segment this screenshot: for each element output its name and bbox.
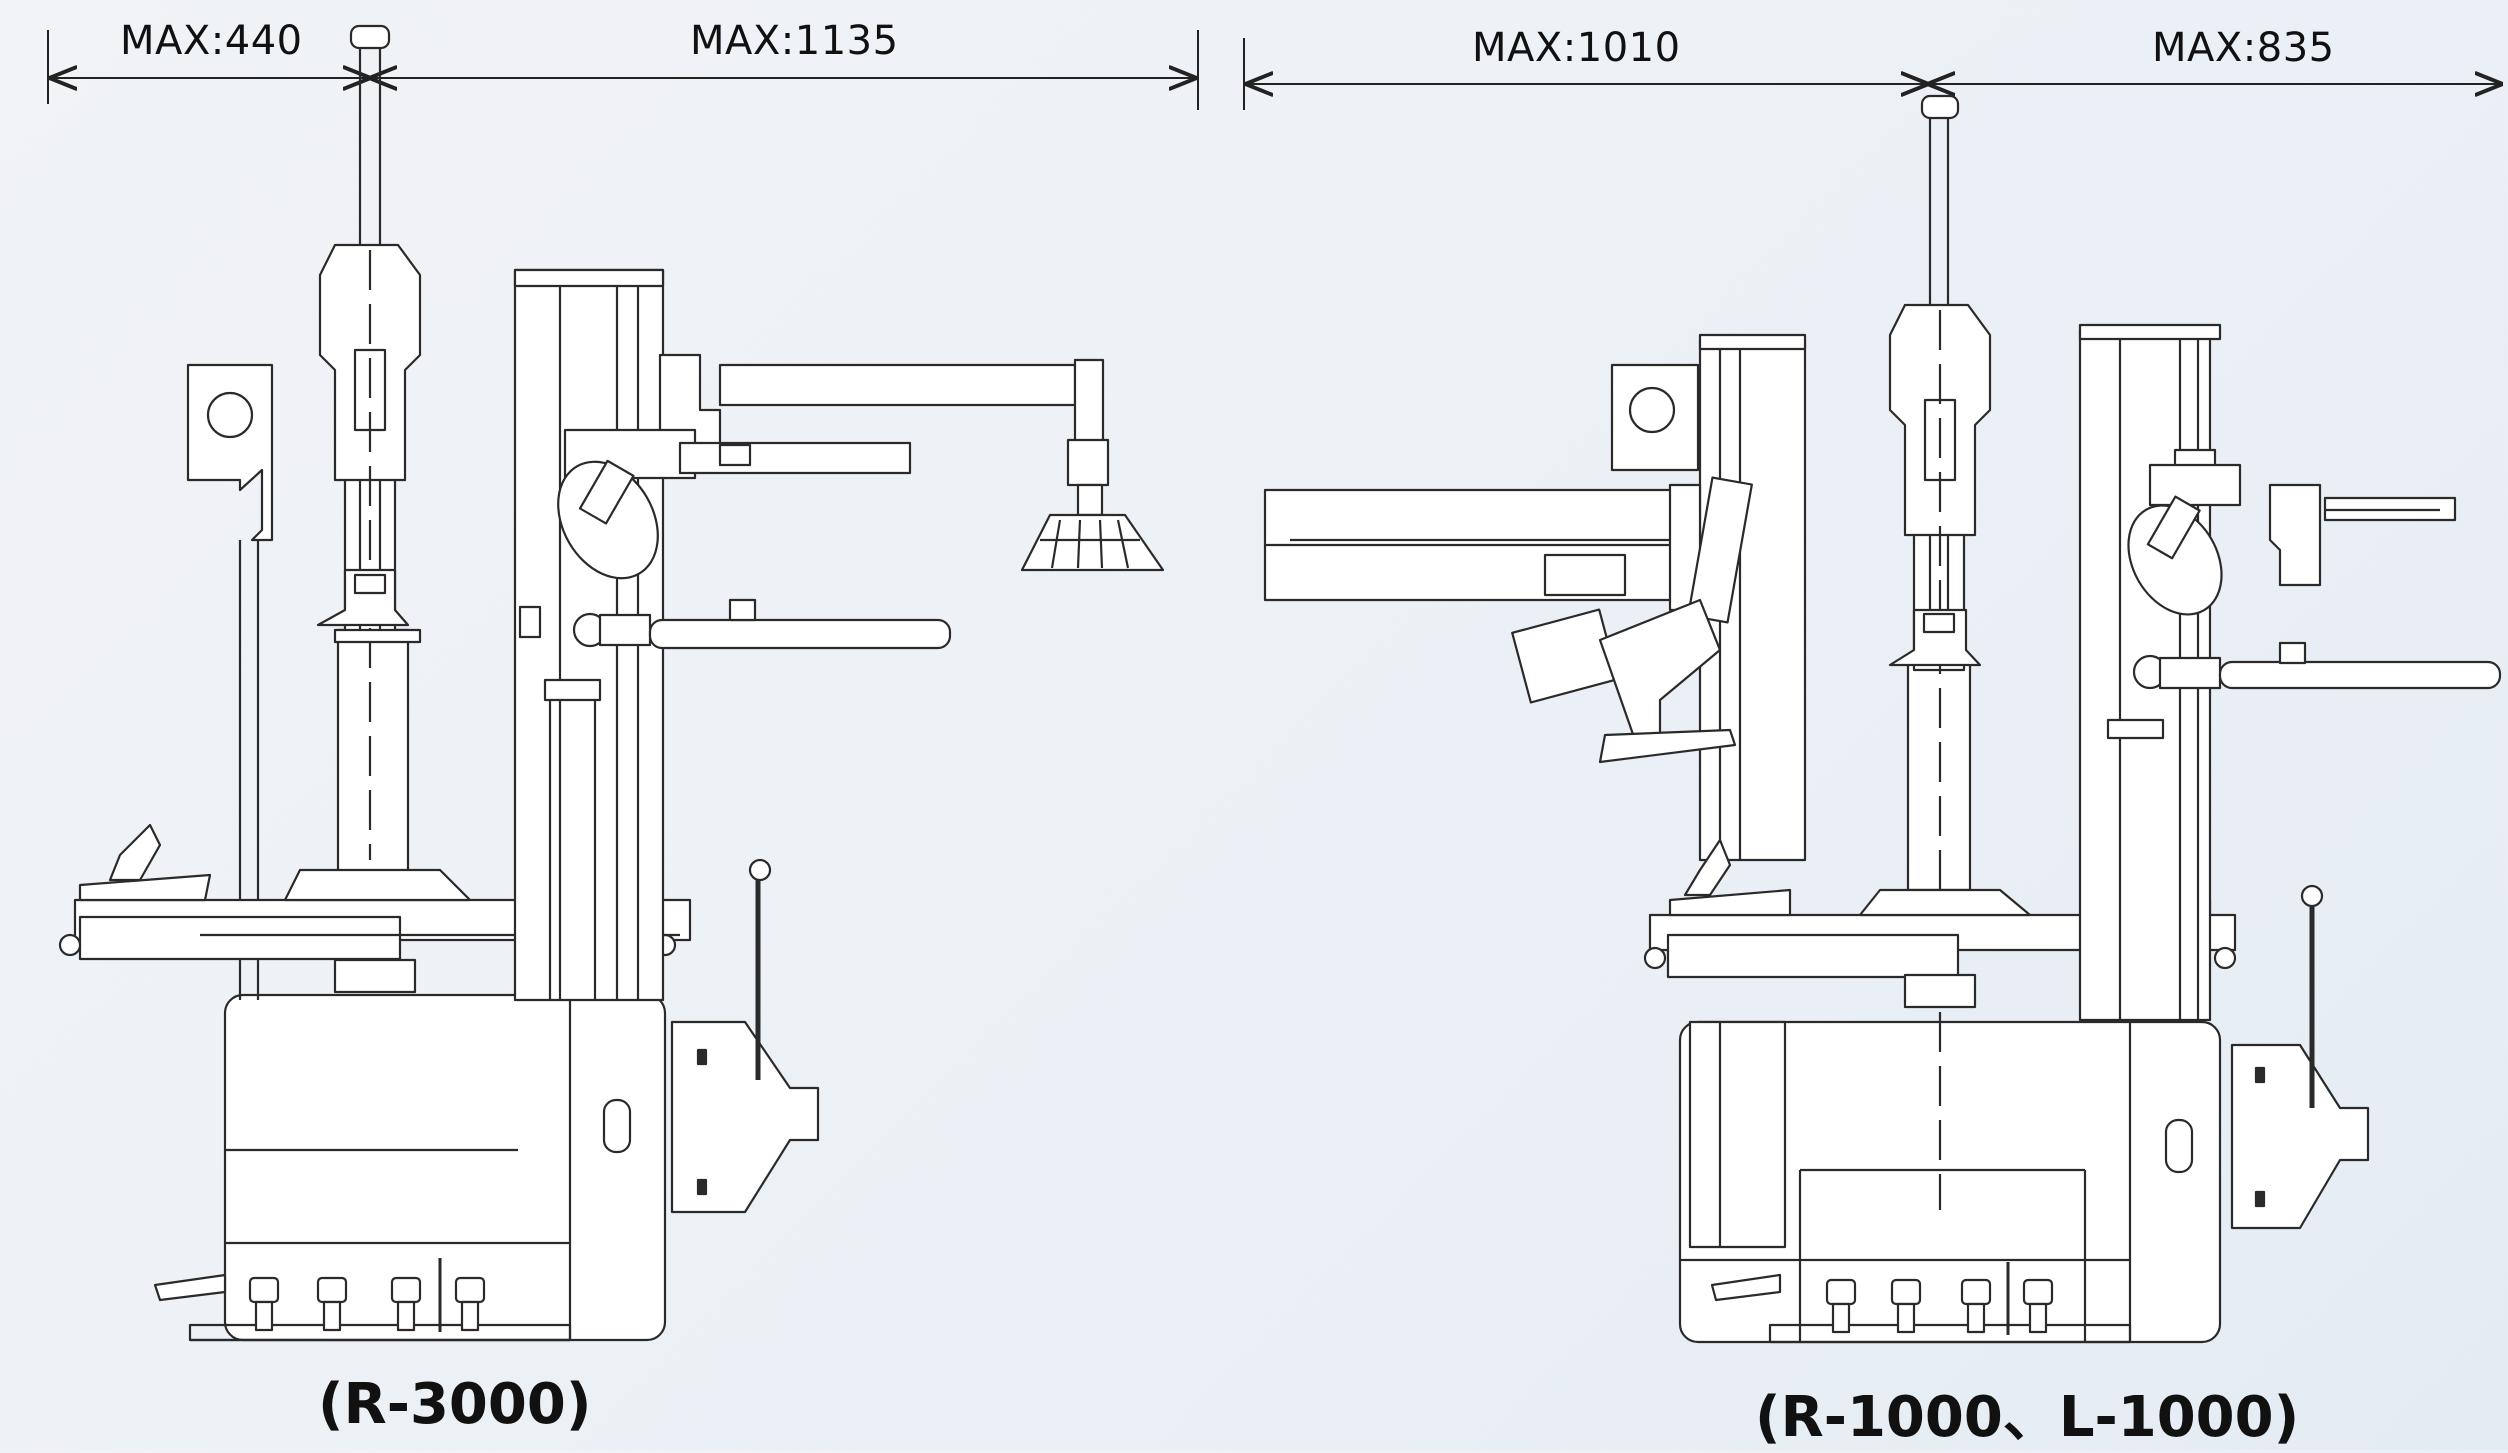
foot-pedals xyxy=(1710,1262,2054,1335)
caption-left-model: (R-3000) xyxy=(318,1372,592,1437)
turntable-rail xyxy=(1666,933,1960,979)
column-cap xyxy=(349,24,391,50)
dimension-label-right-max-1010: MAX:1010 xyxy=(1472,25,1681,71)
lever-knob xyxy=(748,858,772,882)
base-cabinet xyxy=(223,993,667,1342)
inflator-box xyxy=(2230,1043,2370,1230)
mount-head xyxy=(2268,483,2322,587)
dimension-lines-right xyxy=(1243,38,2500,110)
dimension-label-left-max-440: MAX:440 xyxy=(120,18,303,64)
helper-arm xyxy=(718,363,1077,407)
press-pad xyxy=(1598,728,1737,764)
foot-pedals xyxy=(153,1258,486,1332)
dimension-lines-left xyxy=(47,30,1199,110)
side-port xyxy=(2164,1118,2194,1174)
turntable-rail xyxy=(78,915,402,961)
caption-right-model: (R-1000、L-1000) xyxy=(1755,1385,2300,1450)
inflator-box xyxy=(670,1020,820,1214)
side-port xyxy=(602,1098,632,1154)
dimension-label-right-max-835: MAX:835 xyxy=(2152,25,2335,71)
lever-knob xyxy=(2300,884,2324,908)
tire-changer-r1000 xyxy=(1263,94,2502,1344)
press-pad xyxy=(1020,513,1165,572)
bead-roller xyxy=(2148,463,2242,507)
dimension-label-left-max-1135: MAX:1135 xyxy=(690,18,899,64)
tire-changer-r3000 xyxy=(58,24,1165,1342)
column-cap xyxy=(1920,94,1960,120)
mount-bracket xyxy=(186,363,274,542)
